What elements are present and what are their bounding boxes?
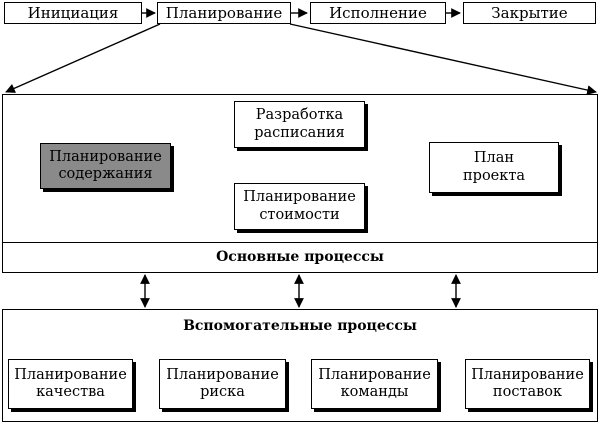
risk-planning-box: Планирование риска: [159, 359, 286, 409]
project-plan-label: План проекта: [463, 150, 525, 184]
phase-initiation: Инициация: [4, 2, 142, 24]
phase-planning-label: Планирование: [165, 4, 283, 22]
risk-planning-label: Планирование риска: [166, 366, 279, 400]
expand-right-line: [289, 23, 597, 95]
schedule-development-box: Разработка расписания: [234, 101, 365, 148]
procurement-planning-label: Планирование поставок: [471, 366, 584, 400]
core-processes-label-bar: Основные процессы: [2, 242, 598, 273]
phase-initiation-label: Инициация: [27, 4, 119, 22]
support-processes-label-bar: Вспомогательные процессы: [2, 309, 598, 343]
quality-planning-box: Планирование качества: [8, 359, 133, 409]
phase-planning: Планирование: [157, 2, 291, 24]
schedule-development-label: Разработка расписания: [254, 107, 345, 141]
project-plan-box: План проекта: [429, 142, 559, 193]
core-processes-label: Основные процессы: [216, 249, 384, 266]
procurement-planning-box: Планирование поставок: [465, 359, 590, 409]
scope-planning-box: Планирование содержания: [40, 143, 171, 189]
expand-left-line: [5, 23, 161, 93]
team-planning-label: Планирование команды: [318, 366, 431, 400]
phase-closing: Закрытие: [463, 2, 596, 24]
cost-planning-box: Планирование стоимости: [234, 183, 365, 230]
phase-execution: Исполнение: [310, 2, 446, 24]
scope-planning-label: Планирование содержания: [49, 148, 162, 182]
quality-planning-label: Планирование качества: [14, 366, 127, 400]
support-processes-label: Вспомогательные процессы: [183, 318, 417, 335]
cost-planning-label: Планирование стоимости: [243, 189, 356, 223]
phase-execution-label: Исполнение: [329, 4, 427, 22]
phase-closing-label: Закрытие: [491, 4, 568, 22]
team-planning-box: Планирование команды: [311, 359, 438, 409]
